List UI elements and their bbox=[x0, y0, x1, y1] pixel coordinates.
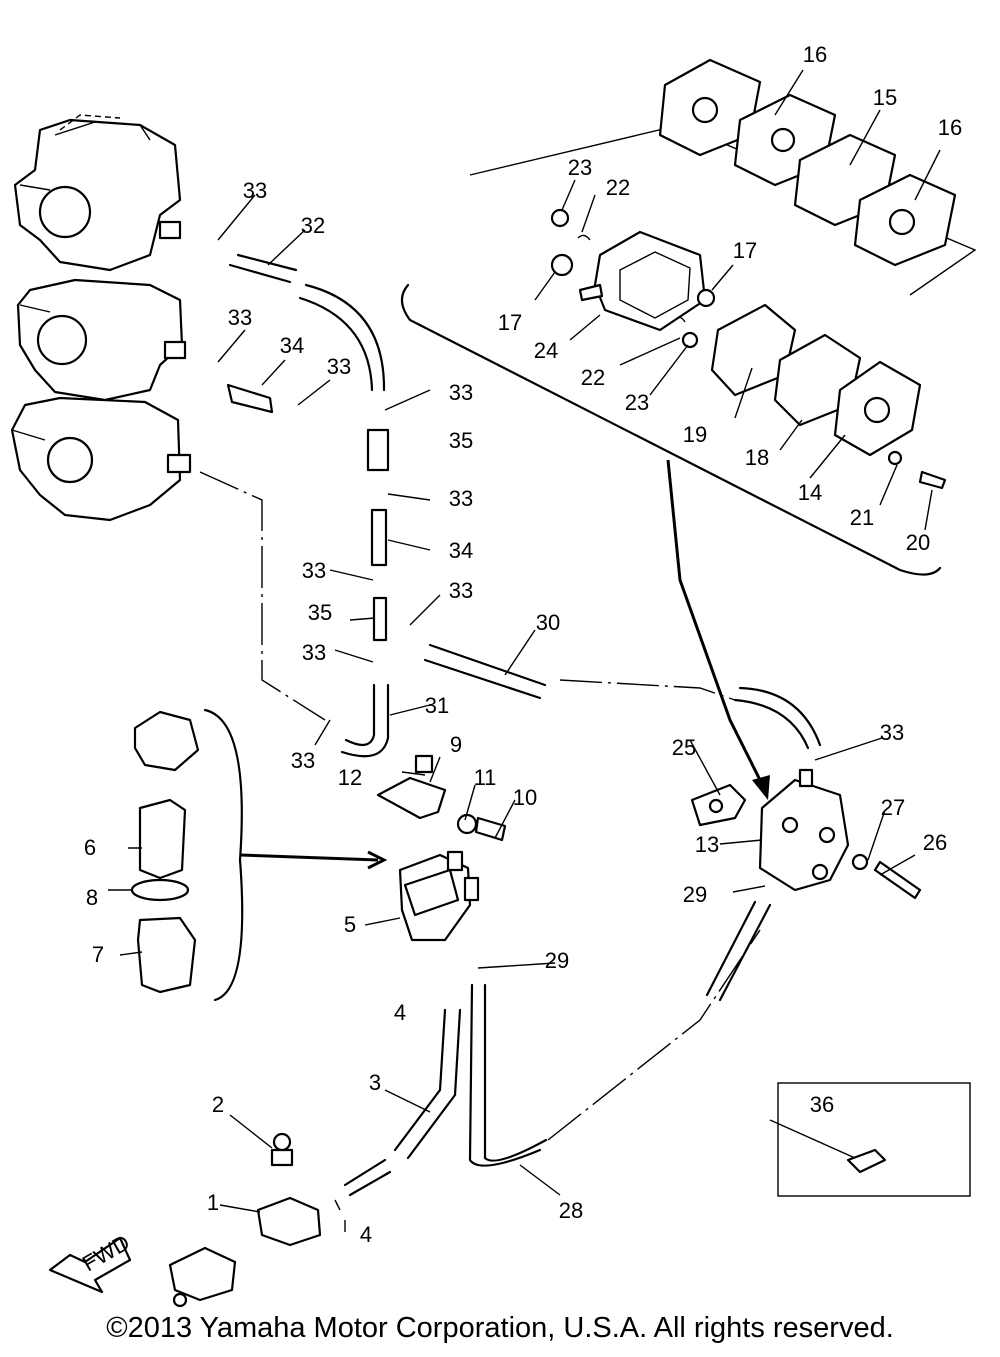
callout-29: 29 bbox=[683, 882, 707, 907]
callout-35: 35 bbox=[308, 600, 332, 625]
callout-34: 34 bbox=[280, 333, 304, 358]
callout-33: 33 bbox=[449, 486, 473, 511]
part-36-box bbox=[777, 1082, 971, 1197]
hoses bbox=[226, 253, 822, 1197]
callout-11: 11 bbox=[474, 765, 497, 790]
callout-35: 35 bbox=[449, 428, 473, 453]
callout-4: 4 bbox=[394, 1000, 406, 1025]
callout-13: 13 bbox=[695, 832, 719, 857]
callout-9: 9 bbox=[450, 732, 462, 757]
callout-32: 32 bbox=[301, 213, 325, 238]
callout-36: 36 bbox=[810, 1092, 834, 1117]
callout-22: 22 bbox=[581, 365, 605, 390]
callout-3: 3 bbox=[369, 1070, 381, 1095]
fitting-36 bbox=[846, 1148, 887, 1174]
callout-33: 33 bbox=[243, 178, 267, 203]
callout-23: 23 bbox=[625, 390, 649, 415]
callout-23: 23 bbox=[568, 155, 592, 180]
callout-33: 33 bbox=[228, 305, 252, 330]
callout-33: 33 bbox=[291, 748, 315, 773]
callout-33: 33 bbox=[449, 578, 473, 603]
callout-17: 17 bbox=[498, 310, 522, 335]
fuel-pump-assembly bbox=[690, 768, 922, 900]
callout-20: 20 bbox=[906, 530, 930, 555]
callout-24: 24 bbox=[534, 338, 558, 363]
callouts: 1 2 3 4 4 5 6 7 8 9 10 11 12 13 14 15 16… bbox=[84, 42, 962, 1247]
carburetor-assembly bbox=[10, 114, 192, 522]
callout-33: 33 bbox=[449, 380, 473, 405]
callout-14: 14 bbox=[798, 480, 822, 505]
callout-33: 33 bbox=[327, 354, 351, 379]
callout-33: 33 bbox=[880, 720, 904, 745]
callout-1: 1 bbox=[207, 1190, 219, 1215]
callout-29: 29 bbox=[545, 948, 569, 973]
callout-15: 15 bbox=[873, 85, 897, 110]
callout-8: 8 bbox=[86, 885, 98, 910]
copyright-notice: ©2013 Yamaha Motor Corporation, U.S.A. A… bbox=[106, 1312, 894, 1344]
fuel-joint-assembly bbox=[168, 1132, 322, 1308]
callout-30: 30 bbox=[536, 610, 560, 635]
callout-28: 28 bbox=[559, 1198, 583, 1223]
callout-21: 21 bbox=[850, 505, 874, 530]
callout-25: 25 bbox=[672, 735, 696, 760]
callout-27: 27 bbox=[881, 795, 905, 820]
callout-16: 16 bbox=[803, 42, 827, 67]
callout-26: 26 bbox=[923, 830, 947, 855]
callout-5: 5 bbox=[344, 912, 356, 937]
callout-33: 33 bbox=[302, 558, 326, 583]
callout-16: 16 bbox=[938, 115, 962, 140]
callout-17: 17 bbox=[733, 238, 757, 263]
callout-34: 34 bbox=[449, 538, 473, 563]
fuel-filter-assembly bbox=[130, 708, 507, 1002]
callout-7: 7 bbox=[92, 942, 104, 967]
fuel-pump-exploded-view bbox=[400, 58, 977, 576]
callout-4: 4 bbox=[360, 1222, 372, 1247]
callout-10: 10 bbox=[513, 785, 537, 810]
callout-19: 19 bbox=[683, 422, 707, 447]
callout-33: 33 bbox=[302, 640, 326, 665]
callout-18: 18 bbox=[745, 445, 769, 470]
callout-12: 12 bbox=[338, 765, 362, 790]
callout-31: 31 bbox=[425, 693, 449, 718]
callout-22: 22 bbox=[606, 175, 630, 200]
leader-lines bbox=[108, 69, 941, 1232]
fwd-arrow: FWD bbox=[48, 1230, 134, 1294]
callout-2: 2 bbox=[212, 1092, 224, 1117]
routing-lines bbox=[199, 459, 770, 1141]
callout-6: 6 bbox=[84, 835, 96, 860]
